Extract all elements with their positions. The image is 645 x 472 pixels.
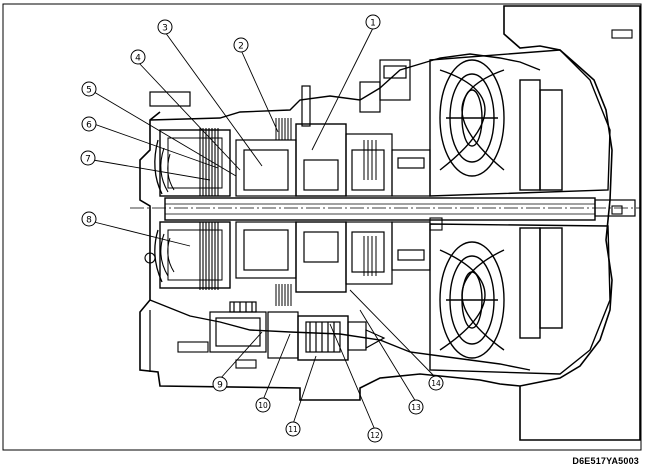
right-bolt-top xyxy=(611,29,633,39)
svg-text:1: 1 xyxy=(370,19,376,29)
callout-8: 8 xyxy=(81,211,97,227)
svg-text:7: 7 xyxy=(85,155,91,165)
drain-plug xyxy=(177,341,209,353)
svg-text:2: 2 xyxy=(238,42,244,52)
main-shaft xyxy=(164,197,596,221)
callout-12: 12 xyxy=(367,427,383,443)
clutch-plates-upper-left xyxy=(199,128,219,196)
forward-clutch-pack xyxy=(154,129,231,197)
svg-text:12: 12 xyxy=(370,431,380,440)
callout-13: 13 xyxy=(408,399,424,415)
breather-tube xyxy=(301,85,311,127)
callout-4: 4 xyxy=(130,49,146,65)
clutch-plates-lower-left xyxy=(199,222,219,290)
rear-clutch-pack xyxy=(154,221,231,289)
torque-converter xyxy=(429,49,611,375)
svg-text:5: 5 xyxy=(86,86,92,96)
svg-text:3: 3 xyxy=(162,24,168,34)
svg-text:9: 9 xyxy=(217,381,223,391)
callout-6: 6 xyxy=(81,116,97,132)
callout-2: 2 xyxy=(233,37,249,53)
callout-11: 11 xyxy=(285,421,301,437)
planetary-gearset-upper xyxy=(235,123,393,197)
callout-3: 3 xyxy=(157,19,173,35)
callout-markers: 1 2 3 4 5 6 7 8 9 10 11 12 13 14 xyxy=(80,14,444,443)
svg-text:6: 6 xyxy=(86,121,92,131)
planetary-gearset-lower xyxy=(235,221,393,293)
callout-leaders xyxy=(92,27,437,431)
svg-text:14: 14 xyxy=(431,379,441,388)
svg-text:8: 8 xyxy=(86,216,92,226)
svg-text:13: 13 xyxy=(411,403,421,412)
callout-14: 14 xyxy=(428,375,444,391)
brake-plates-upper xyxy=(275,118,377,180)
bottom-bolt xyxy=(235,359,257,369)
output-gear-assembly xyxy=(209,301,386,361)
top-bracket xyxy=(149,91,191,107)
mounting-hole xyxy=(144,252,156,264)
callout-9: 9 xyxy=(212,376,228,392)
diagram-frame xyxy=(2,3,642,451)
brake-plates-lower xyxy=(275,236,377,306)
callout-5: 5 xyxy=(81,81,97,97)
transmission-case-outline xyxy=(139,5,641,441)
right-bolt-mid xyxy=(611,205,623,215)
input-shaft-end xyxy=(594,199,636,217)
svg-text:10: 10 xyxy=(258,401,268,410)
svg-text:4: 4 xyxy=(135,54,141,64)
oil-pump xyxy=(359,59,431,271)
callout-1: 1 xyxy=(365,14,381,30)
callout-7: 7 xyxy=(80,150,96,166)
reference-code: D6E517YA5003 xyxy=(572,456,639,466)
converter-bolt-upper xyxy=(429,217,443,231)
case-lower-contour xyxy=(149,299,531,371)
callout-10: 10 xyxy=(255,397,271,413)
svg-text:11: 11 xyxy=(288,425,298,434)
